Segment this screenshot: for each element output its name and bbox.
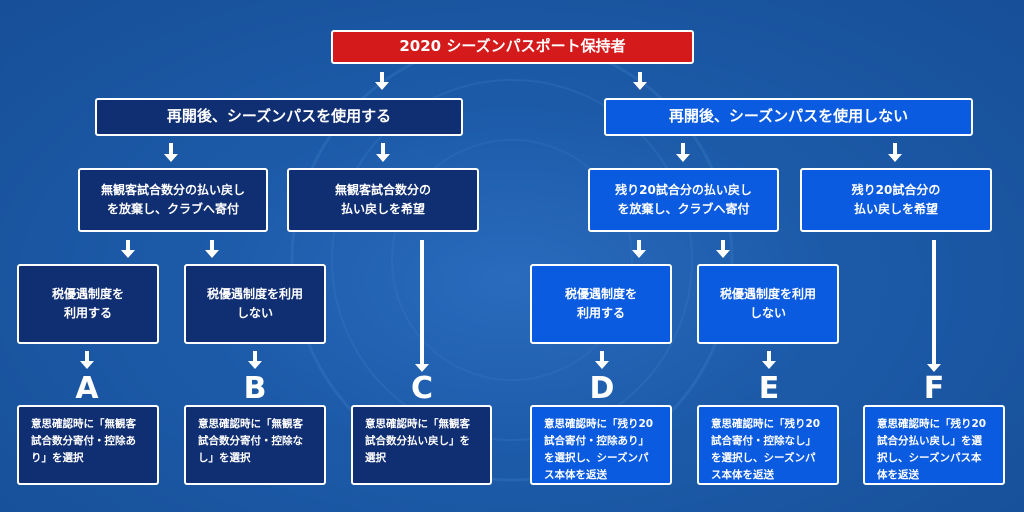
season-pass-holder-box: 2020 シーズンパスポート保持者 bbox=[331, 30, 694, 64]
arrow-down-icon bbox=[164, 143, 178, 162]
donate-no-fan-games-label: 無観客試合数分の払い戻し を放棄し、クラブへ寄付 bbox=[100, 183, 245, 216]
outcome-box-c: 意思確認時に「無観客 試合数分払い戻し」を 選択 bbox=[351, 405, 492, 485]
arrow-down-icon bbox=[205, 240, 219, 258]
tax-benefit-not-use-label-e: 税優遇制度を利用 しない bbox=[719, 287, 816, 320]
tax-benefit-not-use-label-b: 税優遇制度を利用 しない bbox=[206, 287, 303, 320]
branch-not-use-pass-label: 再開後、シーズンパスを使用しない bbox=[668, 107, 909, 126]
arrow-down-icon bbox=[80, 351, 94, 369]
arrow-down-icon bbox=[888, 143, 902, 162]
branch-not-use-pass: 再開後、シーズンパスを使用しない bbox=[604, 98, 973, 136]
outcome-letter-b: B bbox=[243, 371, 267, 406]
outcome-box-d: 意思確認時に「残り20 試合寄付・控除あり」 を選択し、シーズンパ ス本体を返送 bbox=[530, 405, 672, 485]
outcome-box-b: 意思確認時に「無観客 試合数分寄付・控除な し」を選択 bbox=[184, 405, 326, 485]
arrow-down-icon bbox=[375, 72, 389, 90]
tax-benefit-not-use-box-b: 税優遇制度を利用 しない bbox=[184, 264, 326, 344]
arrow-down-icon bbox=[415, 240, 429, 372]
arrow-down-icon bbox=[121, 240, 135, 258]
arrow-down-icon bbox=[633, 72, 647, 90]
tax-benefit-not-use-box-e: 税優遇制度を利用 しない bbox=[697, 264, 839, 344]
refund-remaining-20-box: 残り20試合分の 払い戻しを希望 bbox=[800, 168, 992, 232]
tax-benefit-use-label-a: 税優遇制度を 利用する bbox=[51, 287, 124, 320]
branch-use-pass: 再開後、シーズンパスを使用する bbox=[95, 98, 463, 136]
donate-remaining-20-box: 残り20試合分の払い戻し を放棄し、クラブへ寄付 bbox=[588, 168, 779, 232]
branch-use-pass-label: 再開後、シーズンパスを使用する bbox=[166, 107, 392, 126]
refund-remaining-20-label: 残り20試合分の 払い戻しを希望 bbox=[851, 183, 941, 216]
outcome-letter-c: C bbox=[410, 371, 434, 406]
arrow-down-icon bbox=[376, 143, 390, 162]
outcome-box-f: 意思確認時に「残り20 試合分払い戻し」を選 択し、シーズンパス本 体を返送 bbox=[863, 405, 1005, 485]
outcome-letter-d: D bbox=[589, 371, 615, 406]
refund-no-fan-games-label: 無観客試合数分の 払い戻しを希望 bbox=[334, 183, 431, 216]
refund-no-fan-games-box: 無観客試合数分の 払い戻しを希望 bbox=[287, 168, 479, 232]
donate-remaining-20-label: 残り20試合分の払い戻し を放棄し、クラブへ寄付 bbox=[615, 183, 752, 216]
outcome-letter-e: E bbox=[758, 371, 780, 406]
donate-no-fan-games-box: 無観客試合数分の払い戻し を放棄し、クラブへ寄付 bbox=[78, 168, 268, 232]
outcome-letter-a: A bbox=[75, 371, 99, 406]
tax-benefit-use-label-d: 税優遇制度を 利用する bbox=[564, 287, 637, 320]
outcome-box-a: 意思確認時に「無観客 試合数分寄付・控除あ り」を選択 bbox=[17, 405, 159, 485]
arrow-down-icon bbox=[248, 351, 262, 369]
arrow-down-icon bbox=[632, 240, 646, 258]
season-pass-holder-label: 2020 シーズンパスポート保持者 bbox=[399, 37, 626, 56]
arrow-down-icon bbox=[595, 351, 609, 369]
tax-benefit-use-box-d: 税優遇制度を 利用する bbox=[530, 264, 672, 344]
arrow-down-icon bbox=[762, 351, 776, 369]
arrow-down-icon bbox=[716, 240, 730, 258]
tax-benefit-use-box-a: 税優遇制度を 利用する bbox=[17, 264, 159, 344]
arrow-down-icon bbox=[927, 240, 941, 372]
outcome-letter-f: F bbox=[923, 371, 945, 406]
arrow-down-icon bbox=[676, 143, 690, 162]
outcome-box-e: 意思確認時に「残り20 試合寄付・控除なし」 を選択し、シーズンパ ス本体を返送 bbox=[697, 405, 839, 485]
